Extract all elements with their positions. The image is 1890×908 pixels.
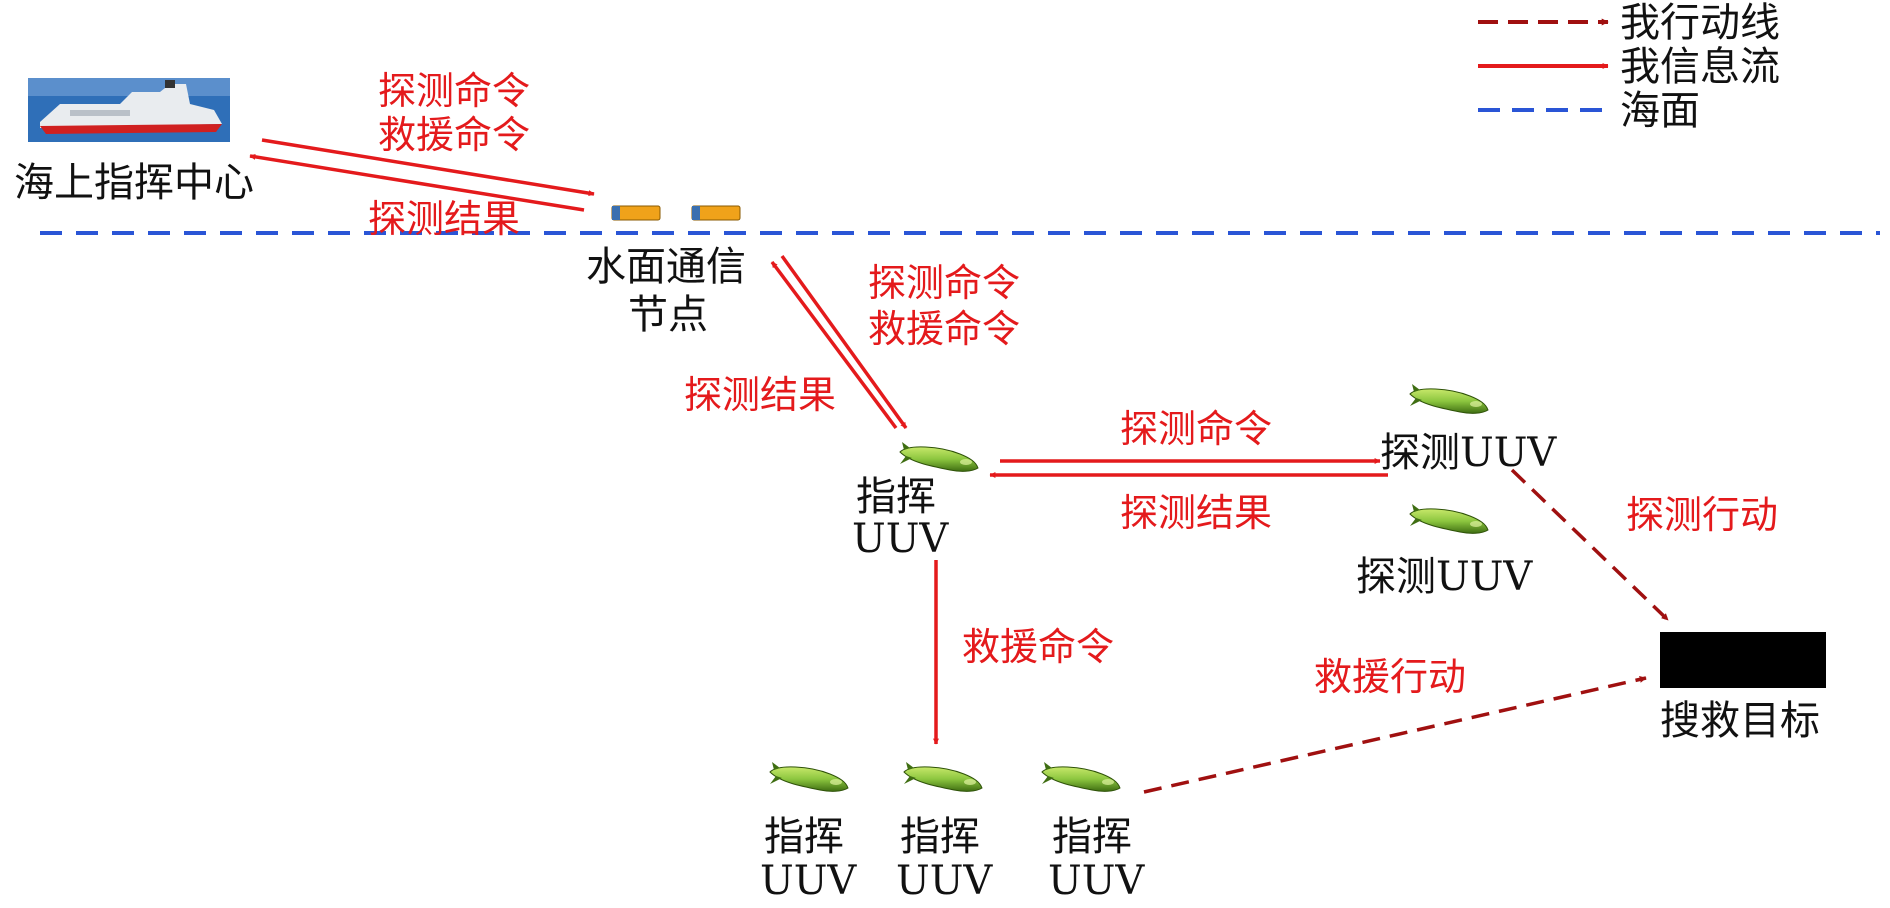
detect-action-line [1510,468,1670,622]
center-down-label-2: 救援命令 [378,113,530,157]
buoy-icon [611,205,741,221]
node-to-uuv-arrow [780,254,908,430]
rescue-command-label: 救援命令 [962,625,1114,669]
uuv-icon [1409,383,1489,414]
target-label: 搜救目标 [1660,698,1820,744]
node-down-label-2: 救援命令 [868,307,1020,351]
uuv-icon [1409,503,1489,534]
detect-uuv-label-1: 探测UUV [1380,430,1557,476]
node-up-label: 探测结果 [684,373,836,417]
center-down-label-1: 探测命令 [378,69,530,113]
detect-command-label: 探测命令 [1120,407,1272,451]
command-center-label: 海上指挥中心 [14,160,254,206]
detect-uuv-label-2: 探测UUV [1356,554,1533,600]
node-to-center-arrow [249,153,585,212]
uuv-icon [1041,761,1121,792]
rescue-uuv-2-label-2: UUV [896,858,993,904]
rescue-uuv-3-label-2: UUV [1048,858,1145,904]
uuv-to-node-arrow [770,260,898,430]
node-down-label-1: 探测命令 [868,261,1020,305]
center-up-label: 探测结果 [368,197,520,241]
command-uuv-label-1: 指挥 [856,474,936,520]
uuv-icon [769,761,849,792]
rescue-action-label: 救援行动 [1314,655,1466,699]
surface-node-label-2: 节点 [628,292,708,338]
detect-action-label: 探测行动 [1626,493,1778,537]
surface-node-label-1: 水面通信 [586,244,746,290]
legend: 我行动线 我信息流 海面 [1478,0,1780,134]
uuv-icon [903,761,983,792]
uuv-icon [899,441,979,472]
legend-sea-label: 海面 [1620,88,1700,134]
command-uuv-label-2: UUV [852,516,949,562]
rescue-target [1660,632,1826,688]
legend-action-label: 我行动线 [1620,0,1780,46]
rescue-uuv-1-label-2: UUV [760,858,857,904]
rescue-action-line [1143,675,1647,794]
warship-icon [28,78,230,142]
detect-result-label: 探测结果 [1120,491,1272,535]
rescue-uuv-1-label-1: 指挥 [764,814,844,860]
center-to-node-arrow [261,138,595,197]
rescue-uuv-2-label-1: 指挥 [900,814,980,860]
legend-info-label: 我信息流 [1620,44,1780,90]
rescue-uuv-3-label-1: 指挥 [1052,814,1132,860]
